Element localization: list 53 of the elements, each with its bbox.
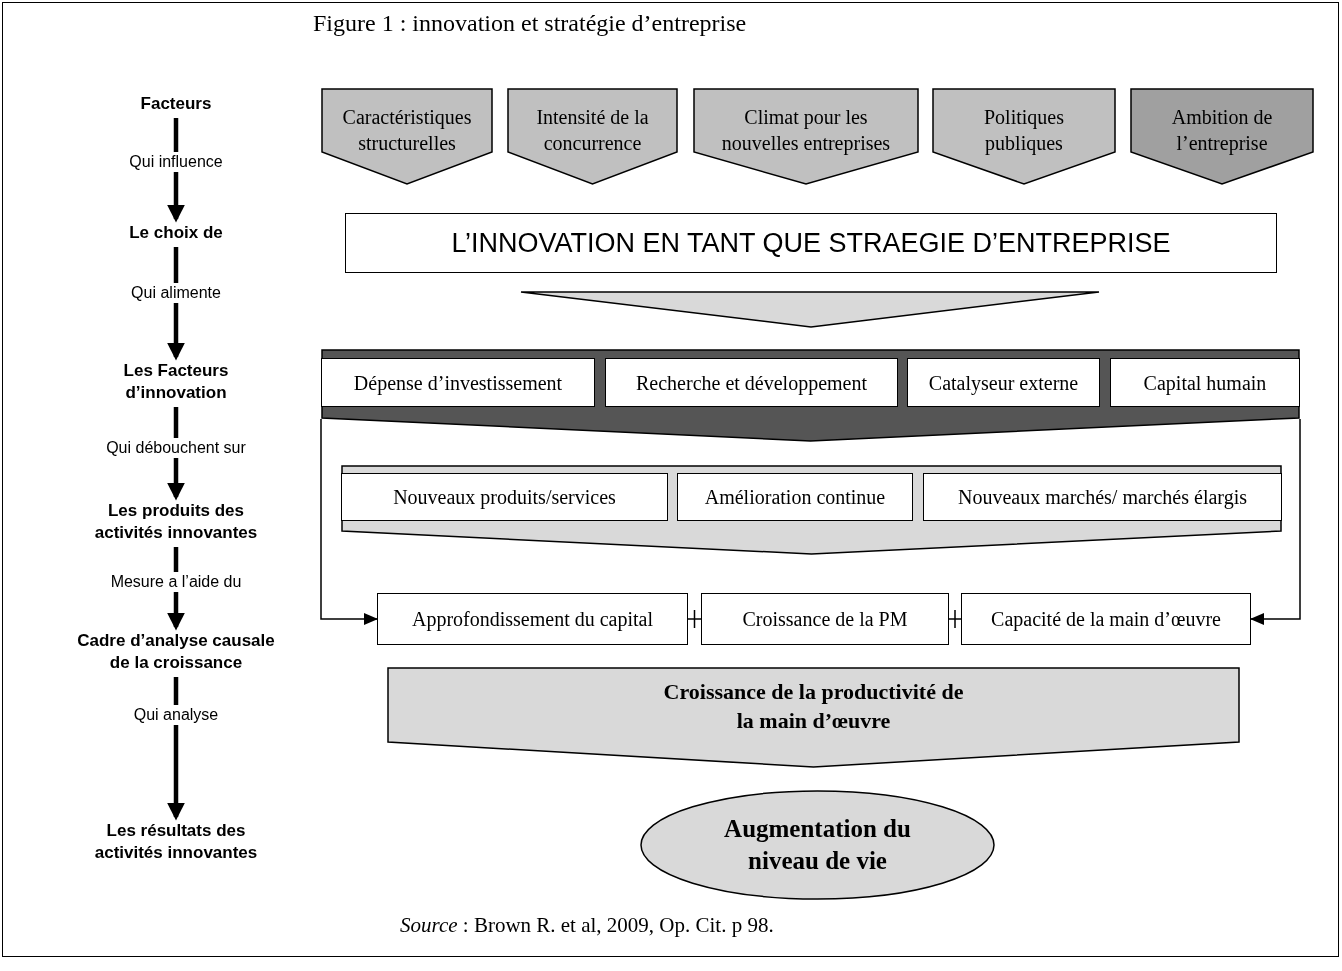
text-box — [1110, 358, 1300, 407]
stage-label-text: Les produits des activités innovantes — [93, 500, 259, 544]
source-caption: Source : Brown R. et al, 2009, Op. Cit. p 98. — [400, 912, 774, 938]
chevron-arrow — [387, 667, 1240, 768]
node-text: Amélioration continue — [704, 485, 886, 510]
node-text: Croissance de la productivité de la main d’œuvre — [662, 678, 965, 735]
node-text: Politiques publiques — [983, 105, 1065, 156]
node-text: Nouveaux marchés/ marchés élargis — [958, 485, 1247, 510]
text-box — [677, 473, 913, 521]
stage-label-text: Cadre d’analyse causale de la croissance — [76, 630, 276, 674]
text-box — [923, 473, 1282, 521]
node-text: Approfondissement du capital — [411, 607, 654, 632]
factor-box — [932, 88, 1116, 185]
figure-title: Figure 1 : innovation et stratégie d’entreprise — [313, 9, 747, 38]
node-text: Intensité de la concurrence — [535, 105, 650, 156]
node-text: Croissance de la PM — [742, 607, 908, 632]
node-text: Recherche et développement — [636, 370, 867, 396]
edge-label: Qui alimente — [128, 283, 224, 303]
node-text: Augmentation du niveau de vie — [723, 814, 912, 876]
wide-arrow — [520, 291, 1100, 328]
node-text: Catalyseur externe — [928, 370, 1079, 396]
chevron-band — [341, 465, 1282, 555]
title-box — [345, 213, 1277, 273]
text-box — [907, 358, 1100, 407]
node-text: Ambition de l’entreprise — [1170, 105, 1274, 156]
node-text: Capacité de la main d’œuvre — [991, 607, 1221, 632]
node-text: Nouveaux produits/services — [393, 485, 616, 510]
text-box — [341, 473, 668, 521]
node-text: Climat pour les nouvelles entreprises — [720, 105, 892, 156]
chevron-band — [321, 349, 1300, 442]
text-box — [961, 593, 1251, 645]
connector — [948, 609, 962, 629]
stage-label-text: Les Facteurs d’innovation — [122, 360, 230, 404]
elbow-arrow — [320, 418, 378, 625]
text-box — [377, 593, 688, 645]
text-box — [321, 358, 595, 407]
node-text: Caractéristiques structurelles — [341, 105, 473, 156]
factor-box — [1130, 88, 1314, 185]
elbow-arrow — [1250, 418, 1301, 625]
node-text: L’INNOVATION EN TANT QUE STRAEGIE D’ENTREPRISE — [451, 227, 1171, 259]
factor-box — [321, 88, 493, 185]
factor-box — [507, 88, 678, 185]
stage-label-text: Les résultats des activités innovantes — [93, 820, 259, 864]
stage-label-text: Le choix de — [129, 222, 223, 244]
factor-box — [693, 88, 919, 185]
ellipse — [640, 790, 995, 900]
stage-label-text: Facteurs — [140, 93, 212, 115]
node-text: Dépense d’investissement — [353, 370, 563, 396]
text-box — [605, 358, 898, 407]
flow-arrow — [167, 677, 185, 821]
node-text: Capital humain — [1143, 370, 1267, 396]
text-box — [701, 593, 949, 645]
connector — [687, 609, 702, 629]
